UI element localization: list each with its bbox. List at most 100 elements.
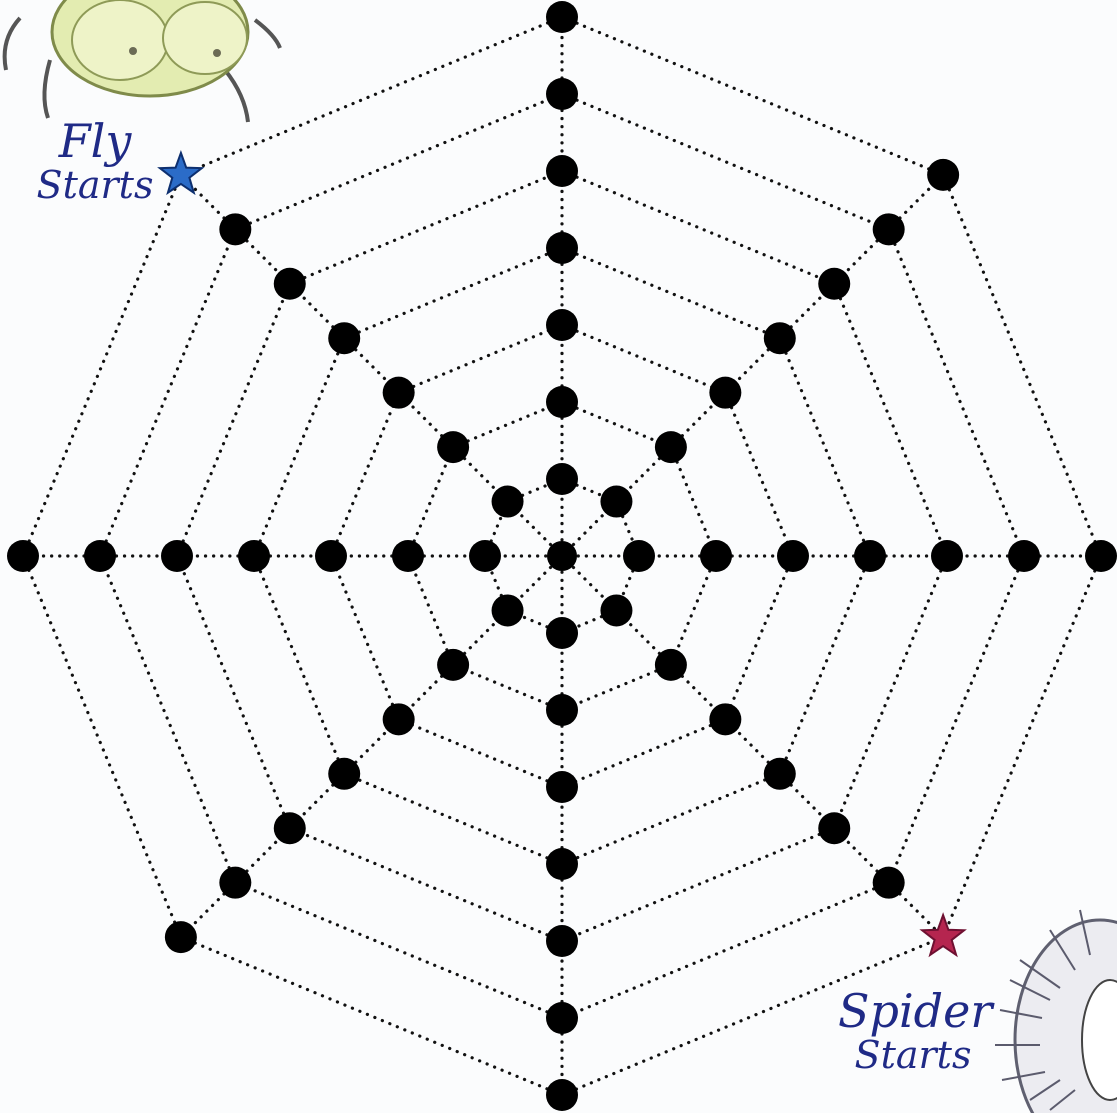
web-node[interactable]	[7, 540, 39, 572]
web-node[interactable]	[927, 159, 959, 191]
web-node[interactable]	[469, 540, 501, 572]
web-node[interactable]	[709, 377, 741, 409]
web-node[interactable]	[546, 78, 578, 110]
web-node[interactable]	[546, 1002, 578, 1034]
web-node[interactable]	[315, 540, 347, 572]
fly-start-label: Fly Starts	[30, 118, 160, 204]
web-thread	[177, 556, 290, 828]
web-node[interactable]	[700, 540, 732, 572]
web-node[interactable]	[600, 486, 632, 518]
web-thread	[943, 175, 1101, 556]
web-node[interactable]	[437, 431, 469, 463]
web-node[interactable]	[546, 1, 578, 33]
web-node[interactable]	[1008, 540, 1040, 572]
web-node[interactable]	[383, 377, 415, 409]
web-node[interactable]	[818, 268, 850, 300]
fly-illustration	[5, 0, 280, 122]
fly-label-line2: Starts	[30, 166, 160, 204]
fly-start-star-icon	[160, 153, 202, 193]
web-node[interactable]	[931, 540, 963, 572]
web-thread	[453, 665, 562, 710]
web-node[interactable]	[392, 540, 424, 572]
web-node[interactable]	[328, 322, 360, 354]
web-thread	[562, 828, 834, 941]
web-thread	[181, 937, 562, 1095]
web-thread	[671, 556, 716, 665]
web-node[interactable]	[1085, 540, 1117, 572]
web-node[interactable]	[623, 540, 655, 572]
web-node[interactable]	[328, 758, 360, 790]
web-node[interactable]	[546, 232, 578, 264]
web-thread	[889, 229, 1024, 556]
web-thread	[834, 556, 947, 828]
web-thread	[23, 175, 181, 556]
web-node[interactable]	[165, 921, 197, 953]
web-node[interactable]	[546, 309, 578, 341]
web-thread	[562, 94, 889, 229]
web-node[interactable]	[777, 540, 809, 572]
web-node[interactable]	[546, 771, 578, 803]
web-node[interactable]	[219, 213, 251, 245]
web-thread	[100, 229, 235, 556]
web-thread	[235, 883, 562, 1018]
web-thread	[399, 719, 562, 787]
web-node[interactable]	[818, 812, 850, 844]
web-node[interactable]	[655, 431, 687, 463]
web-node[interactable]	[655, 649, 687, 681]
web-thread	[562, 325, 725, 393]
web-node[interactable]	[873, 867, 905, 899]
web-node[interactable]	[873, 213, 905, 245]
web-thread	[671, 447, 716, 556]
web-thread	[344, 774, 562, 864]
web-node-center[interactable]	[547, 541, 577, 571]
web-node[interactable]	[600, 594, 632, 626]
web-thread	[23, 556, 181, 937]
web-thread	[399, 325, 562, 393]
web-node[interactable]	[219, 867, 251, 899]
web-thread	[235, 94, 562, 229]
web-node[interactable]	[238, 540, 270, 572]
web-node[interactable]	[854, 540, 886, 572]
web-thread	[408, 556, 453, 665]
web-thread	[290, 828, 562, 941]
web-node[interactable]	[546, 694, 578, 726]
web-node[interactable]	[492, 594, 524, 626]
web-thread	[562, 774, 780, 864]
web-thread	[254, 338, 344, 556]
web-thread	[100, 556, 235, 883]
web-thread	[834, 284, 947, 556]
web-node[interactable]	[84, 540, 116, 572]
web-node[interactable]	[709, 703, 741, 735]
web-node[interactable]	[546, 925, 578, 957]
web-thread	[331, 393, 399, 556]
web-thread	[943, 556, 1101, 937]
web-node[interactable]	[383, 703, 415, 735]
web-node[interactable]	[274, 268, 306, 300]
web-thread	[254, 556, 344, 774]
web-node[interactable]	[161, 540, 193, 572]
web-node[interactable]	[274, 812, 306, 844]
web-node[interactable]	[546, 155, 578, 187]
web-node[interactable]	[437, 649, 469, 681]
web-thread	[177, 284, 290, 556]
fly-label-line1: Fly	[30, 118, 160, 164]
web-node[interactable]	[546, 617, 578, 649]
spider-illustration	[995, 910, 1117, 1113]
web-thread	[562, 665, 671, 710]
spider-label-line2: Starts	[838, 1036, 988, 1074]
web-thread	[780, 556, 870, 774]
web-node[interactable]	[764, 322, 796, 354]
web-thread	[344, 248, 562, 338]
web-node[interactable]	[764, 758, 796, 790]
web-node[interactable]	[546, 848, 578, 880]
spider-start-label: Spider Starts	[838, 988, 988, 1074]
web-node[interactable]	[546, 1079, 578, 1111]
web-thread	[331, 556, 399, 719]
web-thread	[408, 447, 453, 556]
web-node[interactable]	[546, 463, 578, 495]
web-thread	[562, 17, 943, 175]
web-node[interactable]	[546, 386, 578, 418]
web-node[interactable]	[492, 486, 524, 518]
spider-label-line1: Spider	[838, 988, 988, 1034]
